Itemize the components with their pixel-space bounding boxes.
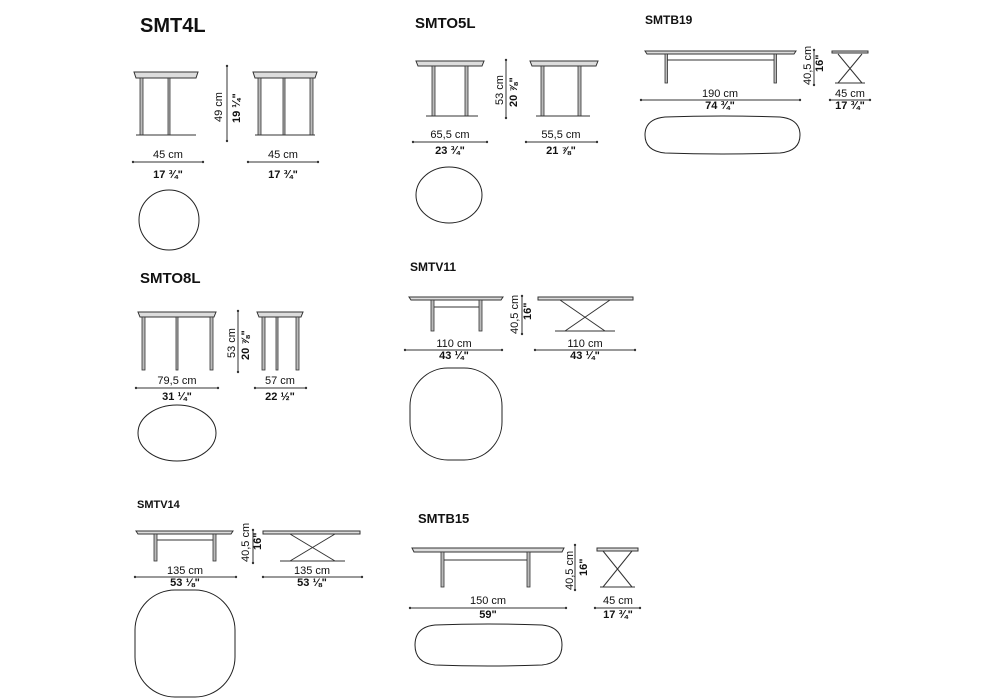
depth-cm: 135 cm xyxy=(294,565,330,577)
height-in: 16" xyxy=(814,55,826,72)
depth-cm: 110 cm xyxy=(567,338,602,350)
side-view-front xyxy=(408,296,504,332)
depth-cm: 45 cm xyxy=(603,595,633,607)
depth-cm: 45 cm xyxy=(268,149,298,161)
product-smtv11: SMTV11 40,5 cm 16" 110 cm 43 ¼" 110 cm 4… xyxy=(403,260,637,461)
product-smtv14: SMTV14 40,5 cm 16" 135 cm 53 ⅛" 135 cm 5… xyxy=(133,499,364,698)
width-cm: 45 cm xyxy=(153,149,183,161)
depth-cm: 45 cm xyxy=(835,88,865,100)
side-view-front xyxy=(135,530,234,562)
width-in: 74 ¾" xyxy=(705,100,735,112)
side-view-x-base xyxy=(831,50,869,84)
product-title: SMTV14 xyxy=(137,499,181,511)
product-title: SMTO5L xyxy=(415,15,476,32)
width-in: 23 ¾" xyxy=(435,145,465,157)
width-cm: 65,5 cm xyxy=(430,129,469,141)
plan-view-bench xyxy=(644,115,801,155)
side-view-front xyxy=(415,60,485,117)
product-title: SMTV11 xyxy=(410,260,456,274)
height-in: 16" xyxy=(578,559,590,576)
plan-view-oval xyxy=(415,166,483,224)
depth-in: 17 ¾" xyxy=(268,169,298,181)
product-smt4l: SMT4L 49 cm 19 ¼" 45 cm 17 ¾" 45 cm 17 ¾… xyxy=(131,15,320,251)
plan-view-rounded-square xyxy=(134,589,236,698)
height-cm: 53 cm xyxy=(494,75,506,105)
height-cm: 40,5 cm xyxy=(240,523,252,562)
height-in: 16" xyxy=(522,303,534,320)
plan-view-rounded-square xyxy=(409,367,503,461)
width-cm: 190 cm xyxy=(702,88,738,100)
side-view-front xyxy=(137,311,217,371)
height-cm: 53 cm xyxy=(226,328,238,358)
depth-in: 53 ⅛" xyxy=(297,577,327,589)
width-cm: 135 cm xyxy=(167,565,203,577)
height-cm: 40,5 cm xyxy=(802,46,814,85)
side-view-front xyxy=(644,50,797,84)
side-view-x-base xyxy=(596,547,639,588)
width-cm: 110 cm xyxy=(436,338,471,350)
product-smto8l: SMTO8L 53 cm 20 ⅞" 79,5 cm 31 ¼" 57 cm 2… xyxy=(134,270,308,462)
width-in: 59" xyxy=(479,609,496,621)
plan-view-round xyxy=(138,189,200,251)
product-smtb19: SMTB19 40,5 cm 16" 190 cm 74 ¾" 45 cm 17… xyxy=(639,13,872,155)
width-in: 31 ¼" xyxy=(162,391,192,403)
height-in: 20 ⅞" xyxy=(508,77,520,107)
height-in: 19 ¼" xyxy=(231,93,243,123)
depth-cm: 55,5 cm xyxy=(541,129,580,141)
height-in: 16" xyxy=(252,533,264,550)
height-cm: 40,5 cm xyxy=(509,295,521,334)
height-cm: 49 cm xyxy=(213,92,225,122)
side-view-side xyxy=(529,60,599,117)
width-cm: 79,5 cm xyxy=(157,375,196,387)
depth-in: 43 ¼" xyxy=(570,350,600,362)
width-in: 53 ⅛" xyxy=(170,577,200,589)
product-title: SMTO8L xyxy=(140,270,201,287)
side-view-front xyxy=(411,547,565,588)
depth-in: 17 ¾" xyxy=(603,609,633,621)
plan-view-bench xyxy=(414,623,563,667)
width-in: 43 ¼" xyxy=(439,350,469,362)
depth-in: 17 ¾" xyxy=(835,100,865,112)
side-view-x-base xyxy=(537,296,634,332)
product-title: SMT4L xyxy=(140,15,206,37)
height-in: 20 ⅞" xyxy=(240,330,252,360)
product-title: SMTB15 xyxy=(418,511,469,526)
product-smto5l: SMTO5L 53 cm 20 ⅞" 65,5 cm 23 ¾" 55,5 cm… xyxy=(411,15,599,224)
depth-in: 21 ⅞" xyxy=(546,145,576,157)
depth-in: 22 ½" xyxy=(265,391,295,403)
side-view-x-base xyxy=(262,530,361,562)
plan-view-oval xyxy=(137,404,217,462)
side-view-side xyxy=(256,311,304,371)
depth-cm: 57 cm xyxy=(265,375,295,387)
width-cm: 150 cm xyxy=(470,595,506,607)
product-title: SMTB19 xyxy=(645,13,693,27)
side-view-side xyxy=(252,71,318,136)
height-cm: 40,5 cm xyxy=(564,551,576,590)
product-smtb15: SMTB15 40,5 cm 16" 150 cm 59" 45 cm 17 ¾… xyxy=(408,511,642,667)
side-view-front xyxy=(133,71,199,136)
width-in: 17 ¾" xyxy=(153,169,183,181)
